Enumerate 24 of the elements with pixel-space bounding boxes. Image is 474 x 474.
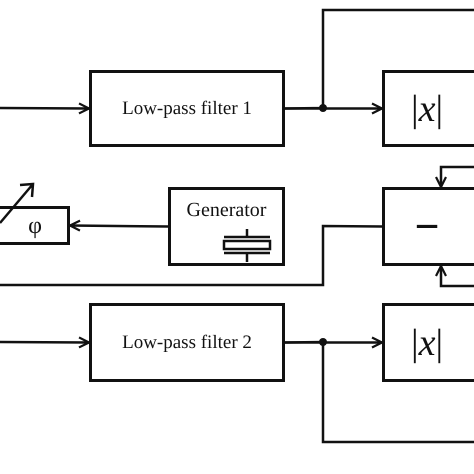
absolute-value-box (382, 70, 474, 147)
connector-line (0, 102, 90, 115)
connector-line (284, 8, 474, 110)
subtractor-box (382, 187, 474, 266)
connector-line (68, 220, 168, 232)
connector-line (285, 336, 384, 349)
node-label: Low-pass filter 1 (122, 99, 252, 118)
generator-box (168, 187, 285, 266)
node-label: Generator (186, 200, 266, 220)
connector-line (284, 340, 474, 444)
filter-box (89, 70, 285, 147)
node-label: |x| (410, 90, 444, 128)
node-label: φ (28, 214, 42, 238)
absolute-value-box (382, 303, 474, 382)
connector-line (0, 224, 382, 286)
connector-line (434, 264, 474, 288)
filter-box (89, 303, 285, 382)
node-label: − (414, 204, 440, 248)
connector-line (434, 166, 474, 188)
connector-line (285, 102, 384, 115)
node-label: |x| (410, 324, 444, 362)
phase-shifter-box (0, 206, 70, 245)
node-label: Low-pass filter 2 (122, 333, 252, 352)
connector-line (0, 336, 90, 349)
